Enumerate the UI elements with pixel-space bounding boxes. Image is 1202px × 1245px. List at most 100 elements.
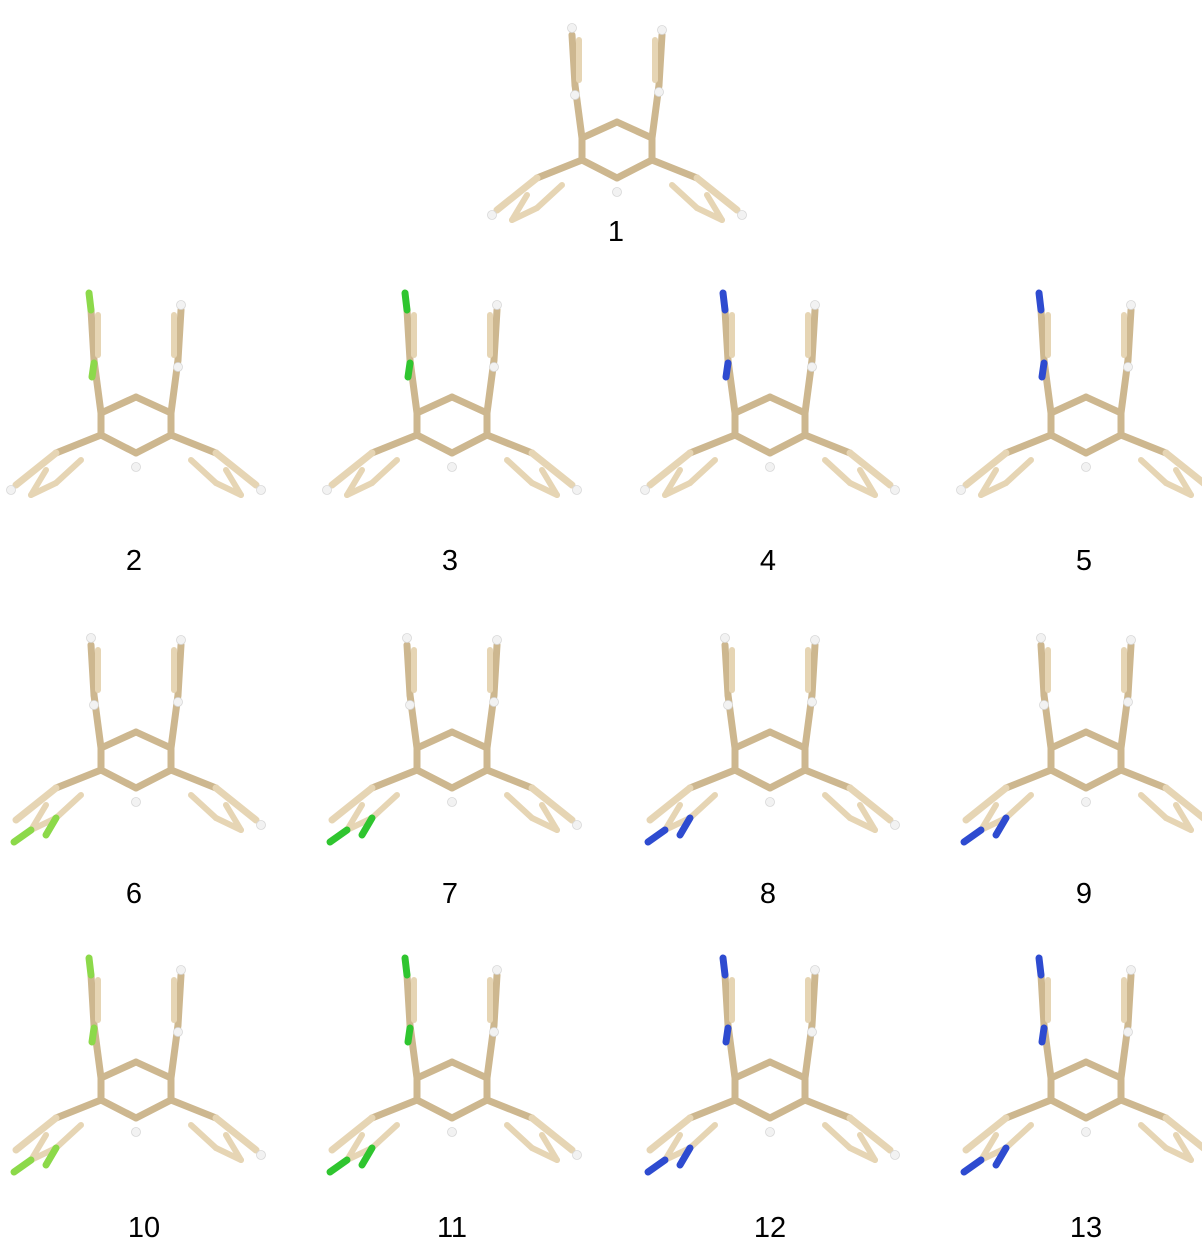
- hydrogen-atom: [487, 210, 497, 220]
- hydrogen-atom: [1036, 633, 1046, 643]
- chloro-substituent: [326, 1156, 351, 1176]
- bond: [97, 1096, 140, 1122]
- bond: [490, 641, 501, 699]
- fluoro-substituent: [88, 359, 98, 381]
- bond: [568, 31, 579, 89]
- hydrogen-atom: [131, 462, 141, 472]
- bond: [448, 431, 491, 457]
- bond: [646, 1114, 694, 1154]
- cyano-substituent: [719, 954, 729, 979]
- bond: [188, 457, 219, 486]
- bond: [846, 784, 894, 824]
- bond: [1117, 766, 1170, 792]
- bond: [490, 971, 501, 1029]
- bond: [1163, 480, 1194, 498]
- label-9: 9: [1075, 878, 1093, 910]
- bond: [97, 1058, 140, 1082]
- hydrogen-atom: [256, 1150, 266, 1160]
- bond: [504, 457, 535, 486]
- hydrogen-atom: [807, 1027, 817, 1037]
- bond: [328, 784, 376, 824]
- molecule-10: [0, 950, 286, 1220]
- amino-substituent: [992, 1144, 1010, 1169]
- bond: [801, 766, 854, 792]
- bond: [87, 306, 98, 364]
- bond: [174, 306, 185, 364]
- chloro-substituent: [404, 1024, 414, 1046]
- hydrogen-atom: [489, 1027, 499, 1037]
- bond: [1003, 457, 1034, 486]
- bond: [662, 480, 693, 498]
- bond: [801, 1096, 854, 1122]
- molecule-3: [302, 285, 602, 555]
- label-7: 7: [441, 878, 459, 910]
- bond: [1162, 449, 1202, 487]
- bond: [1082, 1096, 1125, 1122]
- bond: [1002, 1096, 1055, 1122]
- bond: [1124, 306, 1135, 364]
- hydrogen-atom: [1039, 700, 1049, 710]
- bond: [1047, 1058, 1090, 1082]
- molecule-2: [0, 285, 286, 555]
- molecule-11: [302, 950, 602, 1220]
- molecule-12: [620, 950, 920, 1220]
- bond: [1002, 766, 1055, 792]
- bond: [686, 431, 739, 457]
- bond: [1162, 784, 1202, 822]
- amino-substituent: [1035, 954, 1045, 979]
- bond: [578, 156, 621, 182]
- hydrogen-atom: [173, 362, 183, 372]
- hydrogen-atom: [489, 697, 499, 707]
- hydrogen-atom: [640, 485, 650, 495]
- bond: [766, 431, 809, 457]
- amino-substituent: [992, 814, 1010, 839]
- hydrogen-atom: [807, 362, 817, 372]
- hydrogen-atom: [765, 797, 775, 807]
- hydrogen-atom: [890, 485, 900, 495]
- bond: [132, 1058, 175, 1082]
- bond: [344, 480, 375, 498]
- bond: [483, 431, 536, 457]
- hydrogen-atom: [572, 820, 582, 830]
- bond: [132, 1096, 175, 1122]
- bond: [213, 480, 244, 498]
- label-1: 1: [607, 216, 625, 248]
- hydrogen-atom: [447, 1127, 457, 1137]
- bond: [646, 449, 694, 489]
- fluoro-substituent: [42, 814, 60, 839]
- bond: [978, 480, 1009, 498]
- bond: [174, 641, 185, 699]
- hydrogen-atom: [956, 485, 966, 495]
- hydrogen-atom: [720, 633, 730, 643]
- fluoro-substituent: [88, 1024, 98, 1046]
- bond: [808, 641, 819, 699]
- hydrogen-atom: [567, 23, 577, 33]
- bond: [822, 457, 853, 486]
- bond: [766, 766, 809, 792]
- hydrogen-atom: [492, 965, 502, 975]
- chloro-substituent: [401, 289, 411, 314]
- chloro-substituent: [401, 954, 411, 979]
- chloro-substituent: [404, 359, 414, 381]
- bond: [731, 766, 774, 792]
- hydrogen-atom: [810, 300, 820, 310]
- bond: [578, 118, 621, 142]
- bond: [1037, 641, 1048, 699]
- bond: [766, 1096, 809, 1122]
- bond: [493, 174, 541, 214]
- bond: [174, 971, 185, 1029]
- bond: [655, 31, 666, 89]
- bond: [533, 156, 586, 182]
- hydrogen-atom: [723, 700, 733, 710]
- bond: [721, 306, 732, 364]
- fluoro-substituent: [10, 1156, 35, 1176]
- bond: [846, 1114, 894, 1154]
- bond: [1163, 1145, 1194, 1163]
- bond: [1082, 766, 1125, 792]
- hydrogen-atom: [405, 700, 415, 710]
- bond: [1138, 1122, 1169, 1151]
- molecule-9: [936, 620, 1202, 890]
- bond: [731, 431, 774, 457]
- hydrogen-atom: [256, 820, 266, 830]
- hydrogen-atom: [1081, 1127, 1091, 1137]
